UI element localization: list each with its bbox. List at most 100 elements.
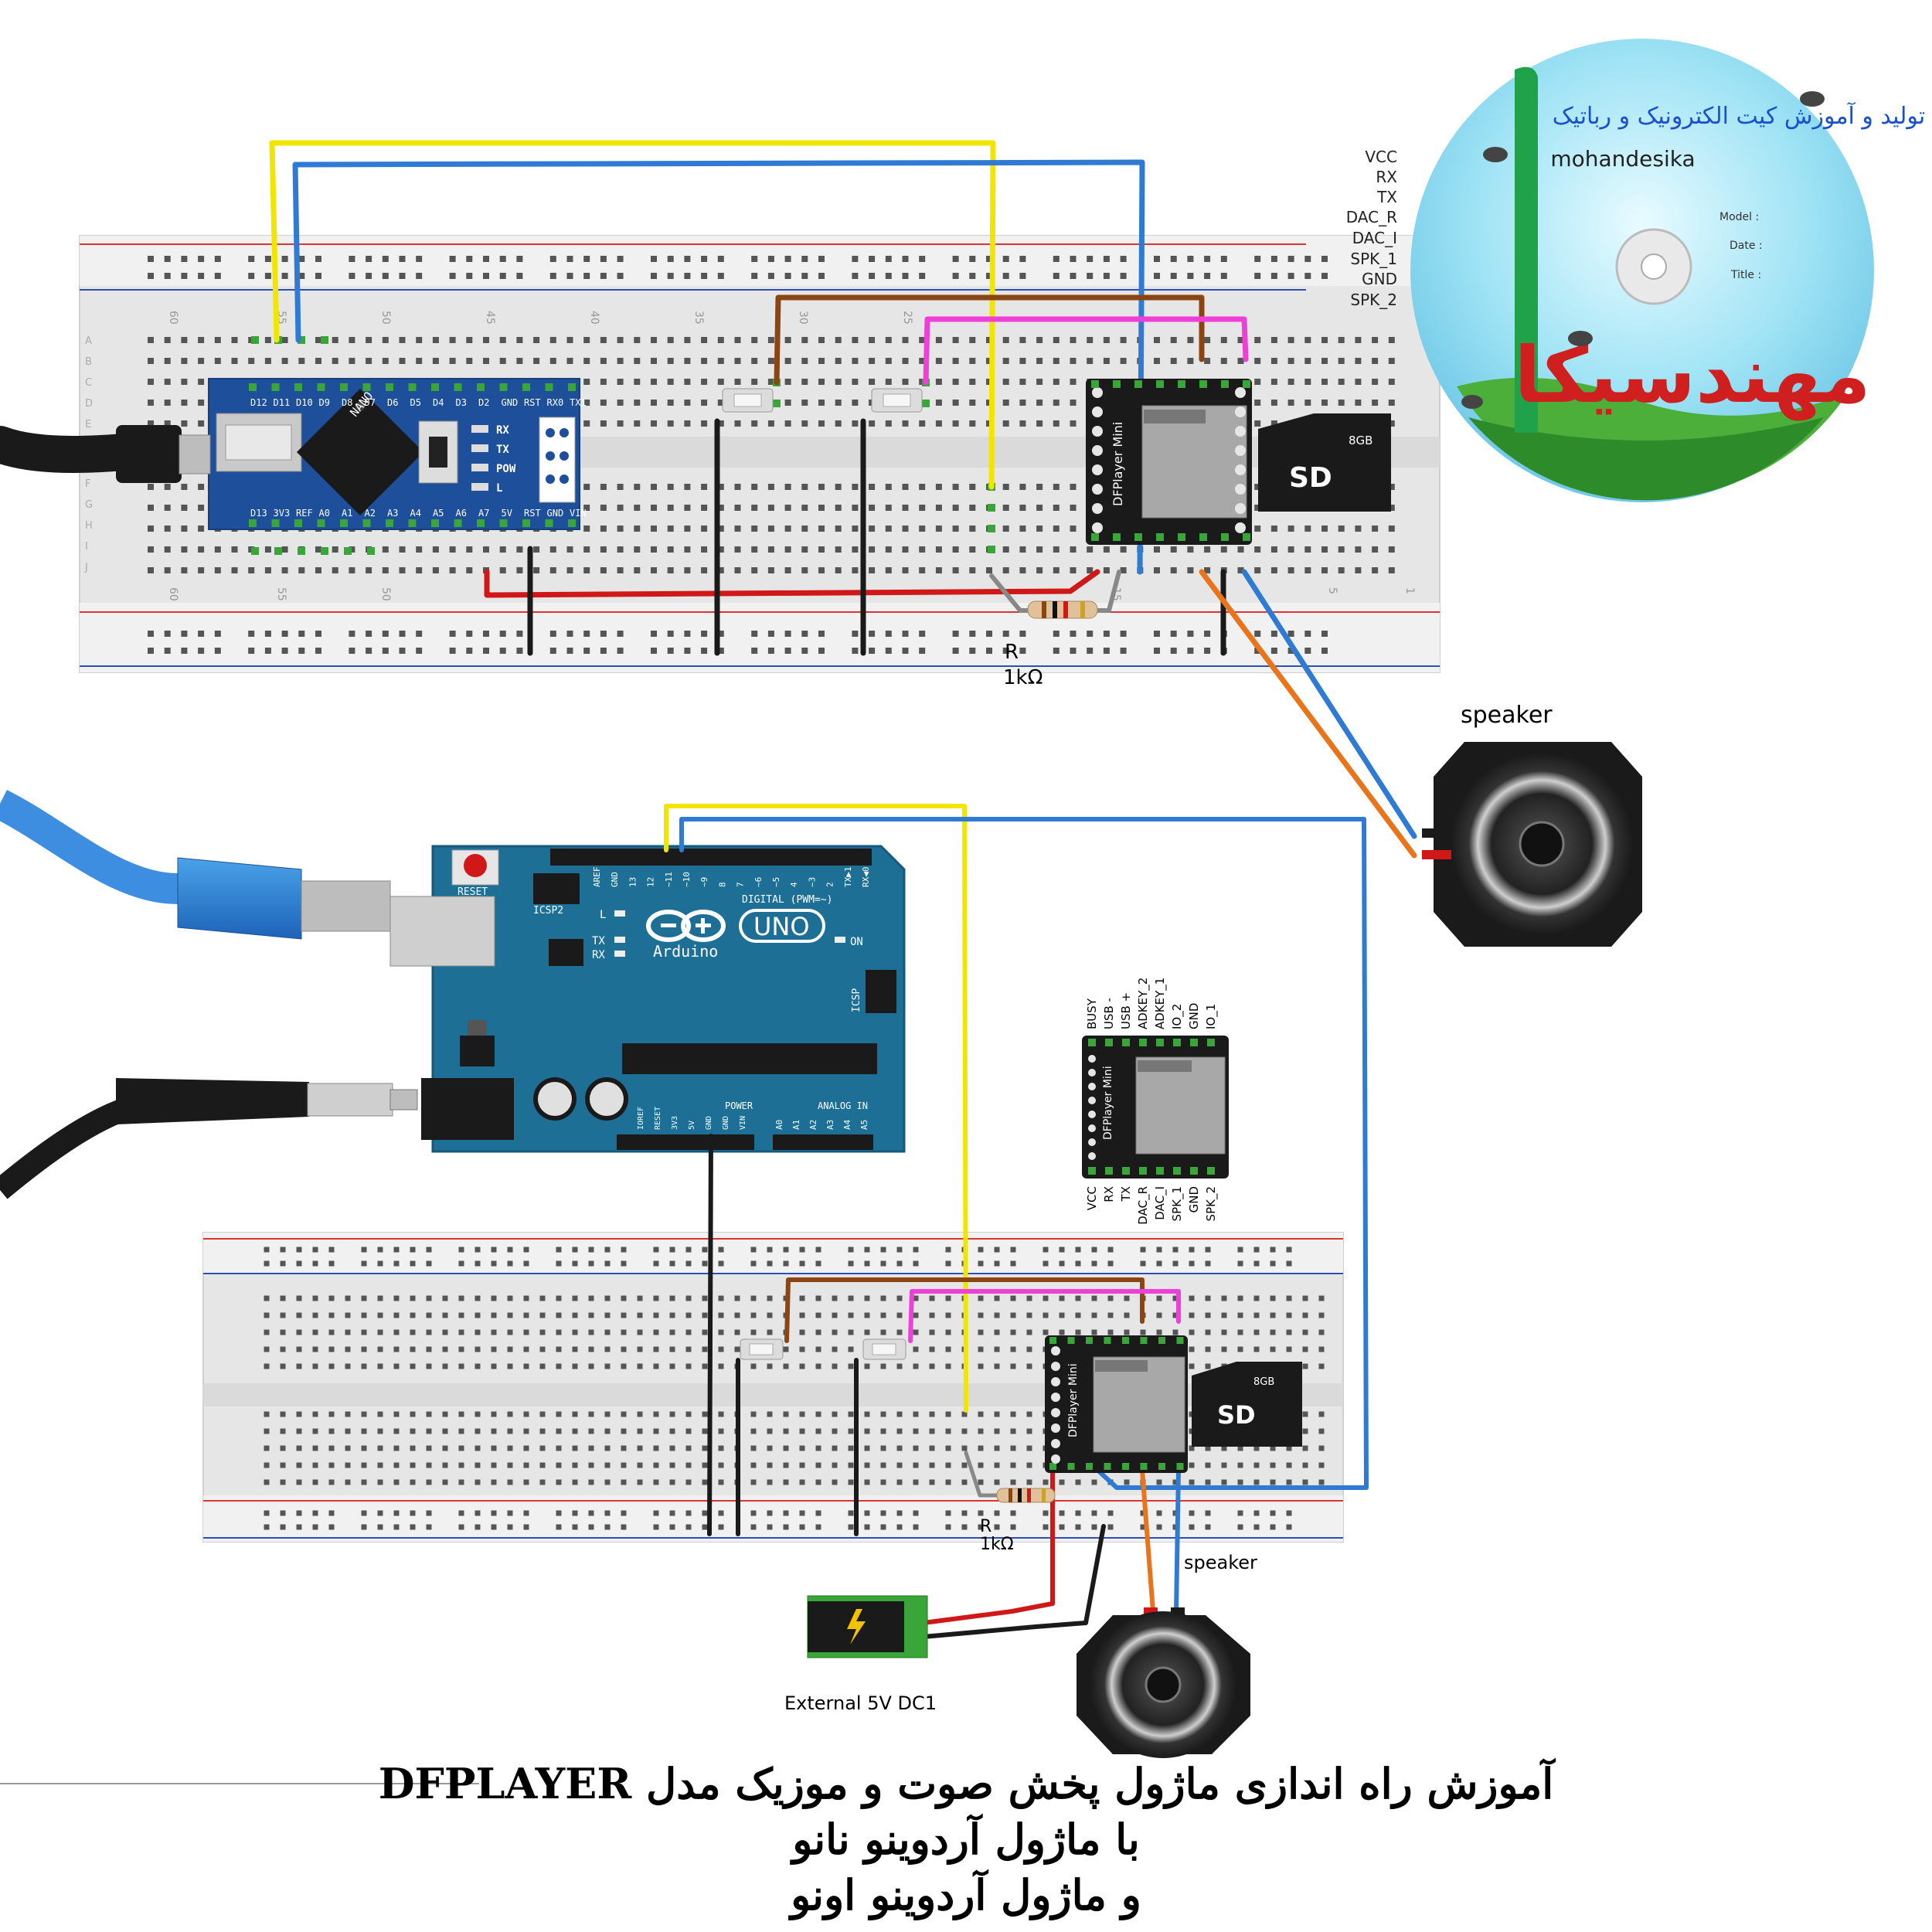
bb-hole [634,526,641,532]
pinout-hole [1139,1039,1147,1046]
bb-hole [945,1462,951,1468]
bb-hole [919,526,926,532]
bb-hole [449,337,456,343]
bb-hole [734,1312,740,1318]
nano-pin [362,383,371,391]
bb-hole [315,648,321,654]
bb-hole [491,1411,497,1417]
bb-hole [818,546,825,553]
bb-hole [848,1247,854,1253]
bb-hole [994,1510,1000,1516]
dfplayer-pinout-holes [1088,1039,1215,1175]
bb-hole [852,505,859,511]
push-button-bottom-2[interactable] [862,1338,906,1360]
bb-hole [600,400,607,406]
bb-hole [332,567,338,573]
bottom-wires [664,804,1369,1639]
resistor-top-label: R [1005,641,1019,664]
bb-hole [945,1510,951,1516]
bb-hole [718,1295,724,1301]
uno-on-label: ON [850,936,863,948]
bb-hole [1355,358,1362,364]
bb-hole [416,337,423,343]
bb-hole [539,1295,546,1301]
nano-pin [454,519,462,527]
nano-pin-label: A4 [410,508,421,519]
bb-hole [366,648,372,654]
bb-hole [637,1428,643,1434]
bb-hole [750,1363,757,1369]
bb-hole [1170,358,1177,364]
bb-hole [296,1346,302,1352]
blue-wire-speaker-top [1241,569,1417,839]
uno-pin-label: RESET [654,1107,662,1130]
bb-hole [523,1312,529,1318]
bb-hole [458,1247,464,1253]
uno-pin-label: ~11 [664,872,674,887]
bb-hole [474,1312,481,1318]
bb-hole [399,256,406,262]
bb-hole [885,505,892,511]
bb-hole [784,400,791,406]
uno-pin-label: ~6 [753,877,764,887]
bb-hole [588,1260,594,1267]
bb-hole [969,631,976,637]
bb-hole [181,631,188,637]
bb-hole [600,526,607,532]
uno-usb-port[interactable] [389,896,495,967]
bb-hole [312,1312,318,1318]
bb-hole [399,631,406,637]
speaker-bottom-icon [1077,1607,1250,1758]
push-button-bottom-1[interactable] [740,1338,784,1360]
sd-card-bottom: 8GB SD [1192,1362,1302,1447]
bb-hole-active [298,336,305,344]
bb-hole [410,1411,416,1417]
bb-hole [1205,1329,1211,1335]
bb-hole [280,1510,286,1516]
bb-hole [1070,505,1077,511]
bb-hole [1321,358,1328,364]
bb-hole [349,273,355,279]
pinout-hole [1173,1039,1181,1046]
bb-hole [864,1247,870,1253]
bb-hole [701,526,708,532]
pinout-label: DAC_R [1136,1186,1151,1225]
df-pin [1092,406,1103,417]
bb-hole [994,1295,1000,1301]
bb-hole [835,505,842,511]
bb-hole [1019,379,1026,385]
bb-hole [1010,1247,1016,1253]
uno-dc-jack[interactable] [421,1078,514,1140]
df-pin-hole [1178,380,1185,388]
bb-hole [382,337,389,343]
bb-hole [264,1329,270,1335]
bb-hole [491,1363,497,1369]
bb-hole [1372,526,1379,532]
bb-hole [1254,484,1261,490]
bb-hole [767,1329,773,1335]
bb-hole [377,1462,383,1468]
bb-hole [885,256,892,262]
bb-hole [298,567,305,573]
bb-hole [1204,256,1211,262]
bb-hole [799,1445,805,1451]
bb-hole [449,567,456,573]
bb-hole [637,1329,643,1335]
bb-hole [382,546,389,553]
bb-hole [1124,1312,1130,1318]
bb-hole [750,1445,757,1451]
uno-reset-button[interactable] [464,854,487,877]
bb-hole [410,1479,416,1485]
push-button-top-1[interactable] [722,388,774,413]
bb-hole [507,1428,513,1434]
bb-hole [1103,256,1110,262]
bb-hole [1075,1524,1081,1530]
yellow-wire-top [269,140,996,490]
bb-hole [449,358,456,364]
push-button-top-2[interactable] [871,388,923,413]
bb-hole [718,1510,724,1516]
bb-hole [491,1462,497,1468]
uno-analog-label: ANALOG IN [818,1100,868,1111]
bb-hole [1287,358,1294,364]
